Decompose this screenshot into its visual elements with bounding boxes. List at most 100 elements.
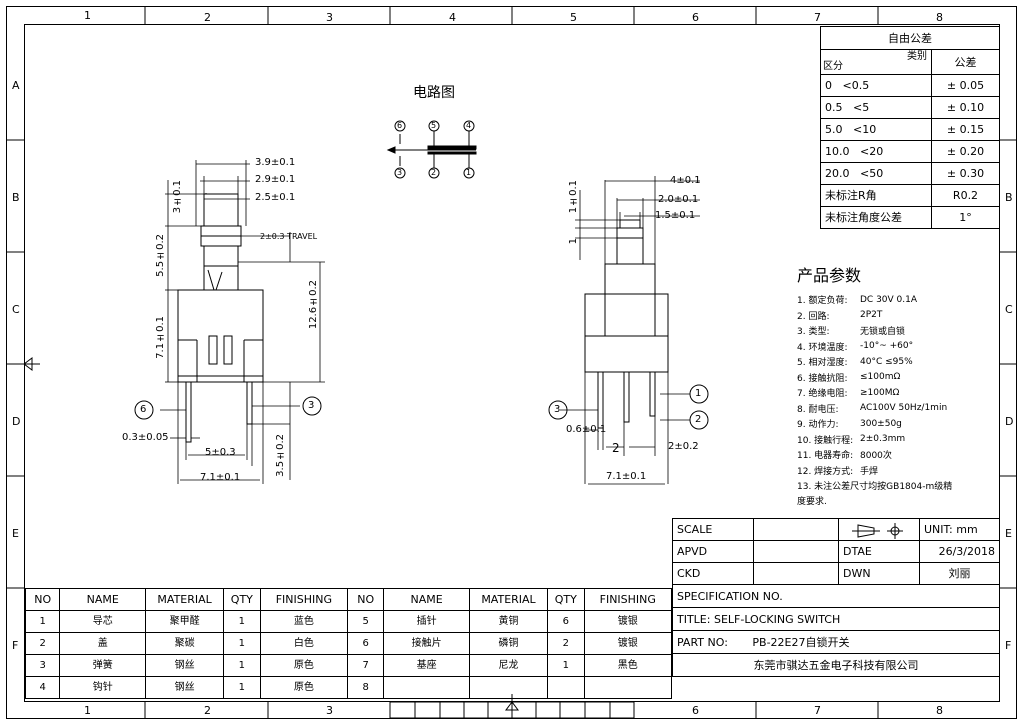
range-from: 10.0: [825, 145, 850, 158]
bom-cell: 1: [223, 632, 261, 655]
pin-label-4: 4: [466, 121, 472, 130]
dtae-label: DTAE: [838, 540, 920, 563]
tolerance-row-1: 0.5 <5: [820, 96, 932, 119]
unit-label: UNIT: mm: [919, 518, 1000, 541]
row-label-b: B: [12, 191, 20, 204]
tolerance-extra-value: R0.2: [931, 184, 1000, 207]
dwn-name: 刘丽: [919, 562, 1000, 585]
title-block: SCALE UNIT: mm APVD DTAE 26/3/2018 CKD D…: [672, 518, 1000, 677]
bom-cell: 聚甲醛: [145, 610, 225, 633]
row-label-right-e: E: [1005, 527, 1012, 540]
param-value: ≤100mΩ: [860, 372, 901, 383]
pin-label-2: 2: [431, 168, 437, 177]
col-label-8: 8: [936, 11, 943, 24]
dim-4: 4±0.1: [670, 175, 701, 186]
tolerance-extra-label: 未标注角度公差: [820, 206, 932, 229]
param-key: 12. 焊接方式:: [797, 466, 854, 477]
param-key: 4. 环境温度:: [797, 342, 848, 353]
tolerance-value: ± 0.20: [931, 140, 1000, 163]
param-key: 6. 接触抗阻:: [797, 373, 848, 384]
tolerance-extra-value: 1°: [931, 206, 1000, 229]
range-to: <0.5: [842, 79, 870, 92]
bom-cell: 钢丝: [145, 654, 225, 677]
params-note-2: 度要求.: [797, 497, 827, 507]
bom-cell: [546, 676, 585, 699]
dim-0-3: 0.3±0.05: [122, 432, 169, 443]
dim-7-1-height: 7.1±0.1: [155, 316, 166, 359]
range-to: <50: [860, 167, 884, 180]
params-note-1: 13. 未注公差尺寸均按GB1804-m级精: [797, 482, 953, 492]
bom-header-cell: NAME: [59, 588, 147, 611]
col-label-6: 6: [692, 11, 699, 24]
callout-2: 2: [695, 414, 702, 425]
param-value: 300±50g: [860, 418, 902, 429]
left-view-outline: [134, 160, 325, 484]
pin-label-6: 6: [397, 121, 403, 130]
right-view-outline: [548, 176, 709, 485]
company-name: 东莞市骐达五金电子科技有限公司: [672, 653, 1000, 677]
param-value: 无锁或自锁: [860, 327, 906, 338]
tolerance-row-2: 5.0 <10: [820, 118, 932, 141]
param-row: 4. 环境温度: -10°~ +60°: [797, 339, 997, 355]
dim-2-5: 2.5±0.1: [255, 192, 296, 203]
projection-cell: [838, 518, 920, 541]
row-label-e: E: [12, 527, 19, 540]
bom-cell: 聚碳: [145, 632, 225, 655]
tolerance-range-label: 区分: [823, 61, 843, 72]
dim-2-9: 2.9±0.1: [255, 174, 296, 185]
param-row: 8. 耐电压:AC100V 50Hz/1min: [797, 401, 997, 417]
range-from: 0.5: [825, 101, 843, 114]
bom-cell: 尼龙: [469, 654, 548, 677]
bom-cell: 4: [24, 676, 61, 699]
ckd-value: [753, 562, 839, 585]
param-value: AC100V 50Hz/1min: [860, 403, 948, 414]
col-label-bottom-7: 7: [814, 704, 821, 717]
tolerance-row-0: 0 <0.5: [820, 74, 932, 97]
bom-header-cell: NO: [347, 588, 385, 611]
bom-cell: [583, 676, 673, 699]
bom-cell: 接触片: [383, 632, 471, 655]
tolerance-row-4: 20.0 <50: [820, 162, 932, 185]
dim-5: 5±0.3: [205, 447, 236, 458]
callout-3-right: 3: [554, 404, 561, 415]
col-label-7: 7: [814, 11, 821, 24]
param-value: 8000次: [860, 451, 892, 462]
row-label-c: C: [12, 303, 20, 316]
row-label-right-b: B: [1005, 191, 1013, 204]
param-row: 1. 额定负荷:DC 30V 0.1A: [797, 292, 997, 308]
bom-cell: 钢丝: [145, 676, 225, 699]
dim-3: 3±0.1: [172, 180, 183, 214]
param-value: 手焊: [860, 466, 879, 477]
bom-cell: 原色: [259, 676, 349, 699]
col-label-3: 3: [326, 11, 333, 24]
callout-6: 6: [140, 404, 147, 415]
param-row: 7. 绝缘电阻:≥100MΩ: [797, 385, 997, 401]
param-value: 2±0.3mm: [860, 434, 906, 445]
param-row: 6. 接触抗阻: ≤100mΩ: [797, 370, 997, 386]
tolerance-tol-label: 公差: [931, 49, 1000, 75]
scale-label: SCALE: [672, 518, 754, 541]
bom-cell: 1: [223, 654, 261, 677]
bom-cell: 2: [546, 632, 585, 655]
spec-no: SPECIFICATION NO.: [672, 584, 1000, 608]
col-label-4: 4: [449, 11, 456, 24]
dim-3-5: 3.5±0.2: [275, 434, 286, 477]
bom-cell: 插针: [383, 610, 471, 633]
range-to: <5: [853, 101, 870, 114]
bom-cell: 1: [223, 610, 261, 633]
tolerance-type-label: 类别: [907, 51, 927, 62]
dim-1-a: 1±0.1: [568, 180, 579, 214]
col-label-bottom-2: 2: [204, 704, 211, 717]
param-value: -10°~ +60°: [860, 341, 914, 352]
range-to: <20: [860, 145, 884, 158]
bom-cell: 3: [24, 654, 61, 677]
range-from: 20.0: [825, 167, 850, 180]
